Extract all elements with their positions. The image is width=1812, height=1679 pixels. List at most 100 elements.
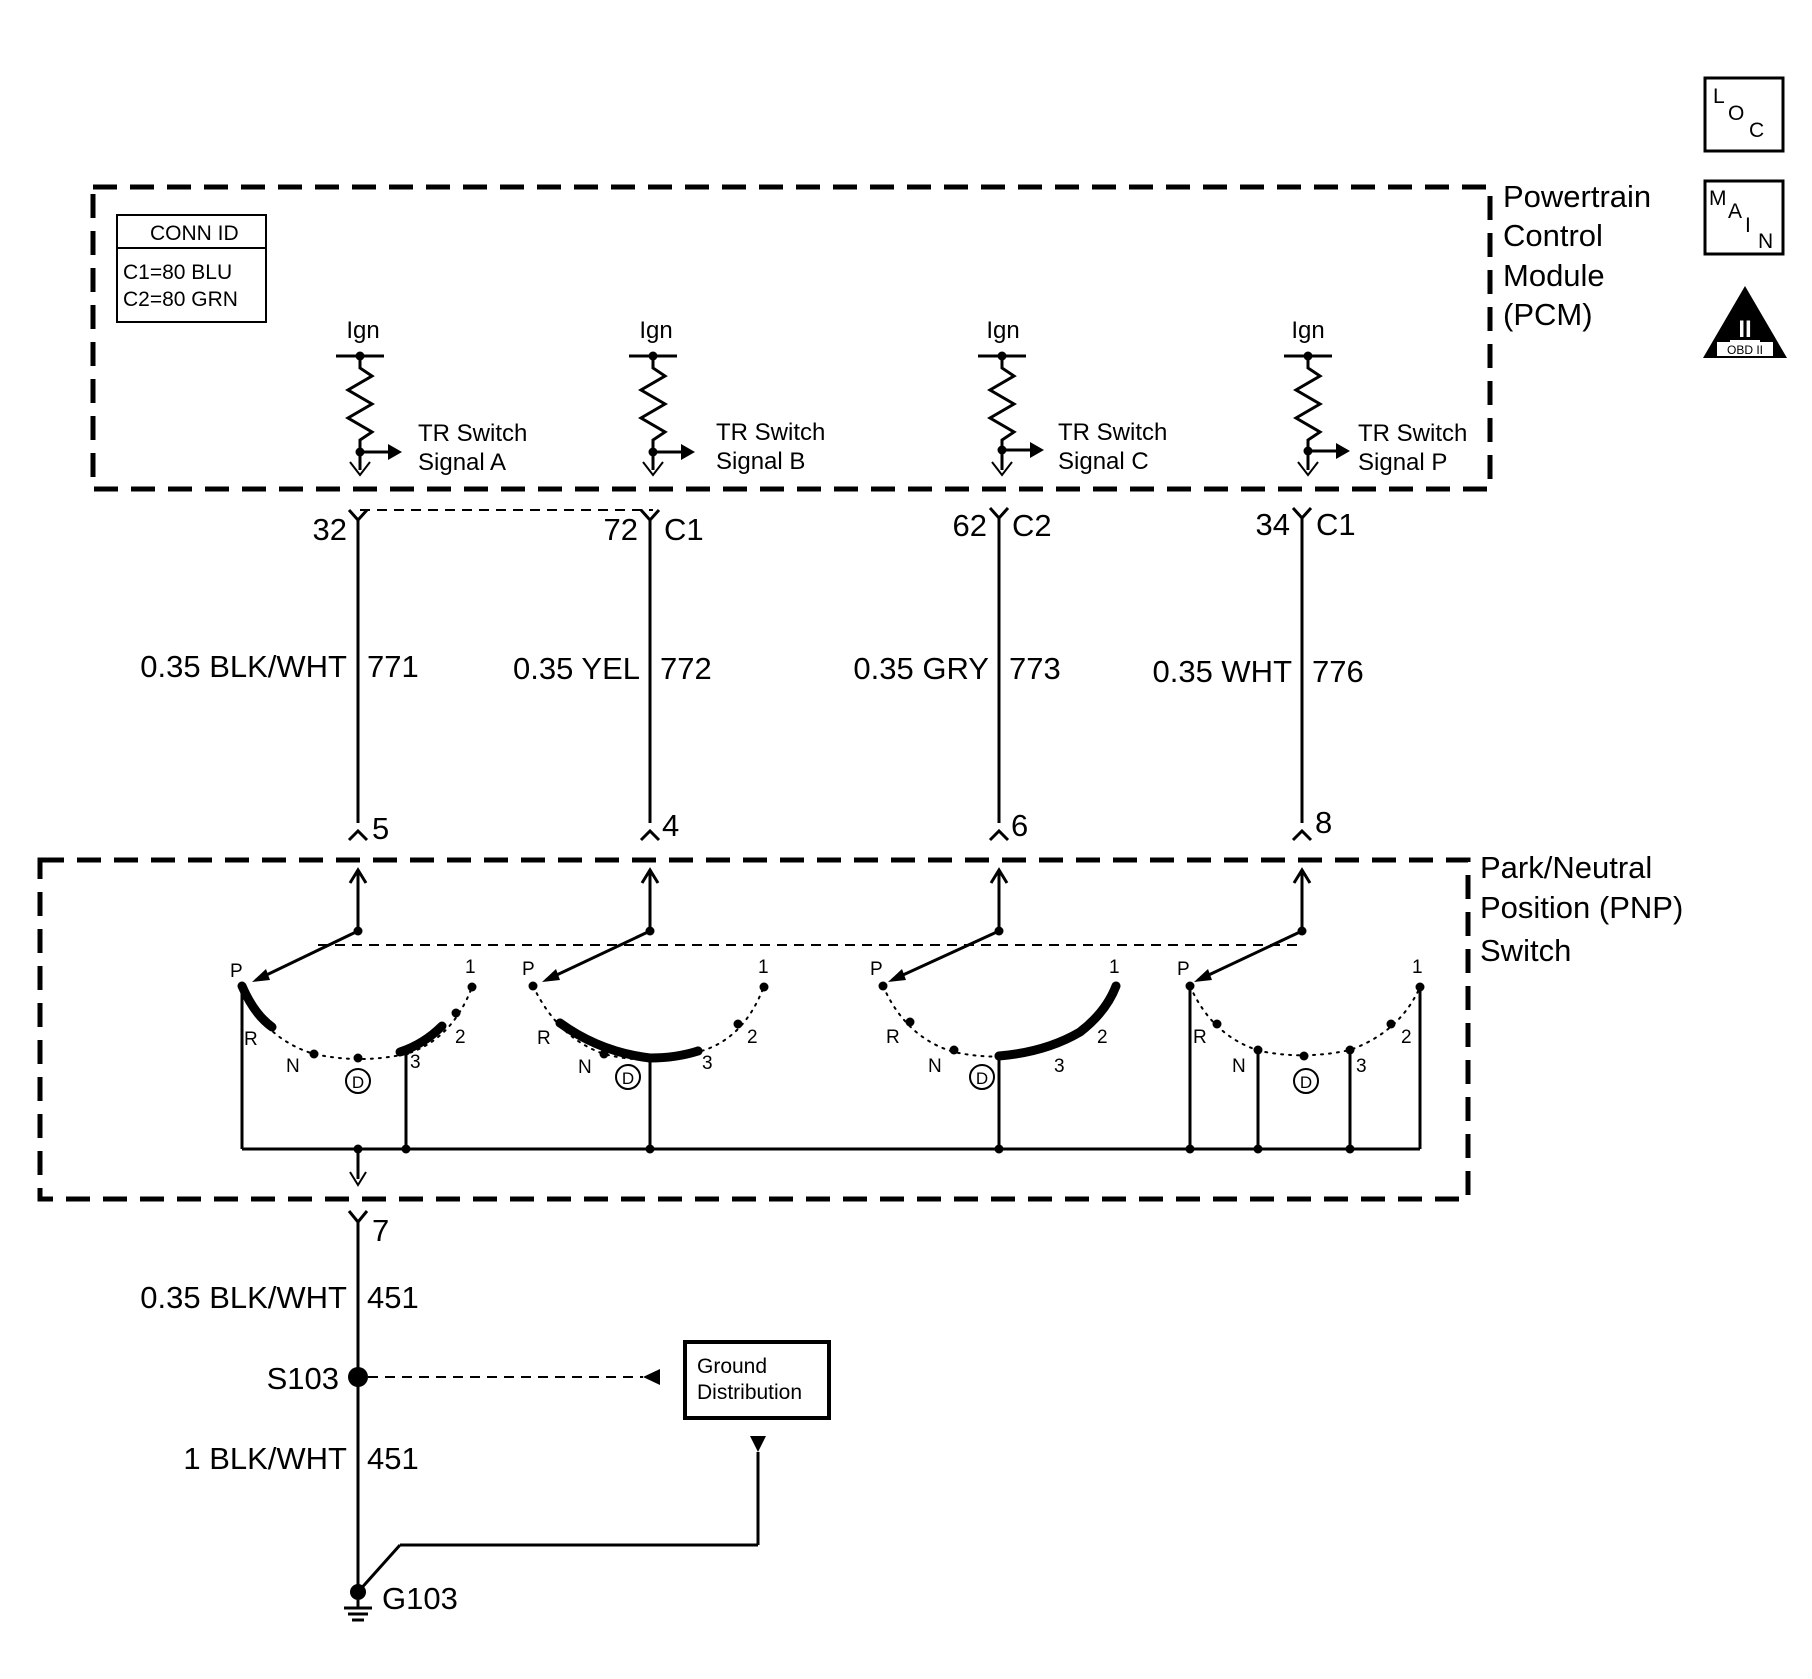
wire-771[interactable]: 32 0.35 BLK/WHT 771 5 [140, 508, 419, 846]
ign-label: Ign [986, 317, 1019, 344]
pcm-input-circuit-p: Ign TR Switch Signal P [1284, 317, 1467, 477]
svg-text:N: N [578, 1057, 592, 1078]
ign-label: Ign [1291, 317, 1324, 344]
svg-text:P: P [870, 959, 883, 980]
splice-label: S103 [267, 1361, 339, 1396]
pcm-input-circuit-a: Ign TR Switch Signal A [336, 317, 527, 477]
main-letter-n: N [1758, 230, 1773, 253]
pcm-pin-label: 34 [1256, 507, 1290, 542]
circuit-number-label: 772 [660, 651, 712, 686]
svg-text:D: D [622, 1069, 634, 1088]
pnp-pin-label: 8 [1315, 805, 1332, 840]
wire-color-label: 0.35 BLK/WHT [140, 1280, 347, 1315]
obd-numeral: II [1738, 316, 1751, 343]
svg-text:D: D [976, 1069, 988, 1088]
svg-text:R: R [1193, 1027, 1207, 1048]
svg-text:2: 2 [455, 1027, 466, 1048]
pnp-switch-c: P R N D 3 2 1 [870, 867, 1121, 1154]
svg-text:2: 2 [1097, 1027, 1108, 1048]
signal-b-label: Signal B [716, 448, 805, 475]
svg-text:3: 3 [1054, 1056, 1065, 1077]
pnp-switch-b: P R N D 3 2 1 [522, 867, 769, 1154]
svg-text:D: D [1300, 1073, 1312, 1092]
circuit-number-label: 776 [1312, 654, 1364, 689]
pcm-input-circuit-c: Ign TR Switch Signal C [978, 317, 1167, 477]
ground-wire-451[interactable]: 7 0.35 BLK/WHT 451 1 BLK/WHT 451 [140, 1144, 419, 1593]
svg-text:D: D [352, 1073, 364, 1092]
pnp-title: Park/Neutral Position (PNP) Switch [1480, 850, 1683, 968]
circuit-number-label: 451 [367, 1280, 419, 1315]
svg-text:(PCM): (PCM) [1503, 297, 1593, 332]
circuit-number-label: 771 [367, 649, 419, 684]
signal-p-label: Signal P [1358, 449, 1447, 476]
obd-caption: OBD II [1727, 343, 1763, 357]
wire-color-label: 0.35 YEL [513, 651, 640, 686]
pnp-pin-7-label: 7 [372, 1213, 389, 1248]
svg-text:P: P [230, 961, 243, 982]
pnp-pin-label: 5 [372, 811, 389, 846]
svg-text:Control: Control [1503, 218, 1603, 253]
conn-id-c1: C1=80 BLU [123, 261, 232, 284]
svg-text:3: 3 [410, 1052, 421, 1073]
svg-text:1: 1 [1109, 957, 1120, 978]
main-letter-a: A [1728, 200, 1742, 223]
obd-ii-badge[interactable]: II OBD II [1703, 286, 1787, 358]
loc-letter-c: C [1749, 119, 1764, 142]
svg-text:Powertrain: Powertrain [1503, 179, 1651, 214]
ground-distribution-box[interactable]: Ground Distribution [356, 1340, 831, 1593]
svg-text:P: P [522, 959, 535, 980]
svg-text:3: 3 [702, 1053, 713, 1074]
signal-label-line1: TR Switch [1358, 420, 1467, 447]
svg-text:1: 1 [1412, 957, 1423, 978]
pnp-pin-label: 4 [662, 808, 679, 843]
pcm-input-circuit-b: Ign TR Switch Signal B [629, 317, 825, 477]
ign-label: Ign [639, 317, 672, 344]
splice-s103[interactable]: S103 [267, 1361, 660, 1396]
wire-color-label: 0.35 GRY [853, 651, 989, 686]
main-letter-m: M [1709, 187, 1727, 210]
circuit-number-label: 773 [1009, 651, 1061, 686]
conn-id-title: CONN ID [150, 222, 239, 245]
pnp-switch-p: P R N D 3 2 1 [1177, 867, 1425, 1154]
svg-text:N: N [1232, 1056, 1246, 1077]
svg-text:N: N [928, 1056, 942, 1077]
svg-text:R: R [886, 1027, 900, 1048]
svg-text:Module: Module [1503, 258, 1605, 293]
svg-text:1: 1 [465, 957, 476, 978]
conn-id-table: CONN ID C1=80 BLU C2=80 GRN [116, 214, 267, 323]
svg-text:2: 2 [1401, 1027, 1412, 1048]
wire-772[interactable]: 72 C1 0.35 YEL 772 4 [513, 508, 712, 843]
svg-text:Position (PNP): Position (PNP) [1480, 890, 1683, 925]
conn-id-c2: C2=80 GRN [123, 288, 238, 311]
wire-color-label: 0.35 BLK/WHT [140, 649, 347, 684]
svg-text:Distribution: Distribution [697, 1381, 802, 1404]
main-letter-i: I [1745, 214, 1751, 237]
svg-text:1: 1 [758, 957, 769, 978]
ground-g103[interactable]: G103 [344, 1581, 458, 1622]
pcm-pin-label: 62 [953, 508, 987, 543]
wire-color-label: 1 BLK/WHT [183, 1441, 347, 1476]
loc-letter-l: L [1713, 85, 1725, 108]
pcm-pin-label: 72 [604, 512, 638, 547]
signal-label-line1: TR Switch [418, 420, 527, 447]
connector-label: C2 [1012, 508, 1052, 543]
pnp-switch-a: P R N D 3 2 1 [230, 867, 477, 1154]
connector-label: C1 [664, 512, 704, 547]
pcm-title: Powertrain Control Module (PCM) [1503, 179, 1651, 332]
pnp-pin-label: 6 [1011, 808, 1028, 843]
main-badge[interactable]: M A I N [1703, 179, 1785, 256]
connector-label: C1 [1316, 507, 1356, 542]
wire-773[interactable]: 62 C2 0.35 GRY 773 6 [853, 506, 1061, 843]
circuit-number-label: 451 [367, 1441, 419, 1476]
svg-text:P: P [1177, 959, 1190, 980]
loc-letter-o: O [1728, 102, 1744, 125]
ground-label: G103 [382, 1581, 458, 1616]
signal-c-label: Signal C [1058, 448, 1149, 475]
svg-text:3: 3 [1356, 1056, 1367, 1077]
pnp-boundary [37, 857, 1471, 1202]
loc-badge[interactable]: L O C [1703, 76, 1785, 153]
signal-label-line1: TR Switch [1058, 419, 1167, 446]
wire-776[interactable]: 34 C1 0.35 WHT 776 8 [1152, 506, 1364, 842]
svg-text:2: 2 [747, 1027, 758, 1048]
